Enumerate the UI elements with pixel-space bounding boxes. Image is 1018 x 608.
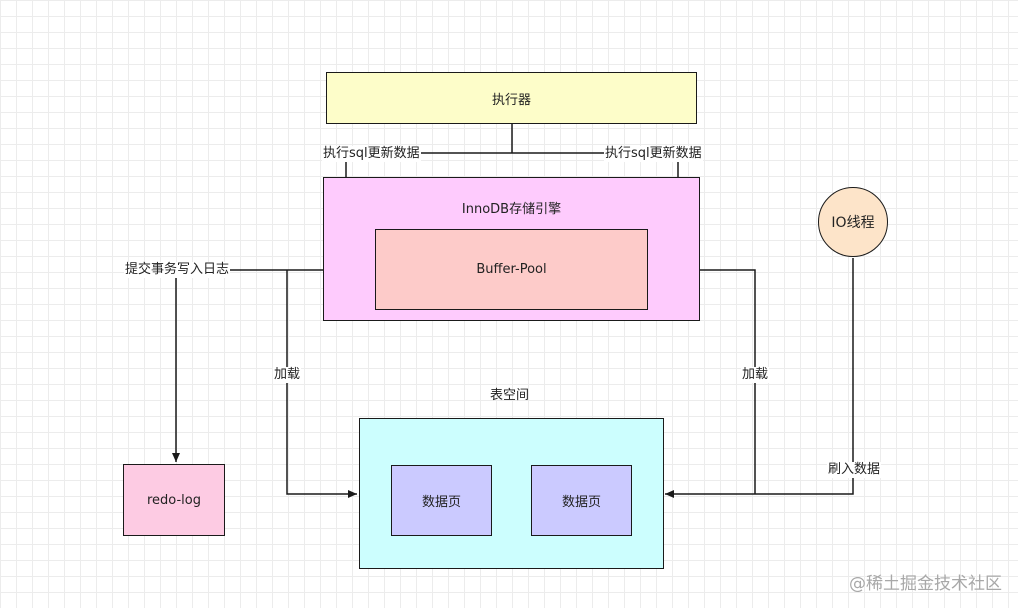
edge-label-exec-sql-left: 执行sql更新数据 xyxy=(322,146,421,162)
tablespace-label: 表空间 xyxy=(490,388,530,403)
redo-log-box: redo-log xyxy=(123,464,225,536)
edge-label-load-right: 加载 xyxy=(741,367,770,383)
edge-label-load-left: 加载 xyxy=(273,367,302,383)
edge-label-exec-sql-right: 执行sql更新数据 xyxy=(604,146,703,162)
buffer-pool-box: Buffer-Pool xyxy=(375,229,648,310)
edge-label-flush: 刷入数据 xyxy=(827,462,882,478)
watermark: @稀土掘金技术社区 xyxy=(849,574,1002,594)
edge-label-commit-log: 提交事务写入日志 xyxy=(124,262,231,278)
edge-load-left xyxy=(286,270,357,498)
edge-io-flush xyxy=(665,258,854,498)
data-page-1: 数据页 xyxy=(391,465,492,536)
data-page-2: 数据页 xyxy=(531,465,632,536)
executor-box: 执行器 xyxy=(326,72,697,124)
io-thread-circle: IO线程 xyxy=(818,187,888,257)
